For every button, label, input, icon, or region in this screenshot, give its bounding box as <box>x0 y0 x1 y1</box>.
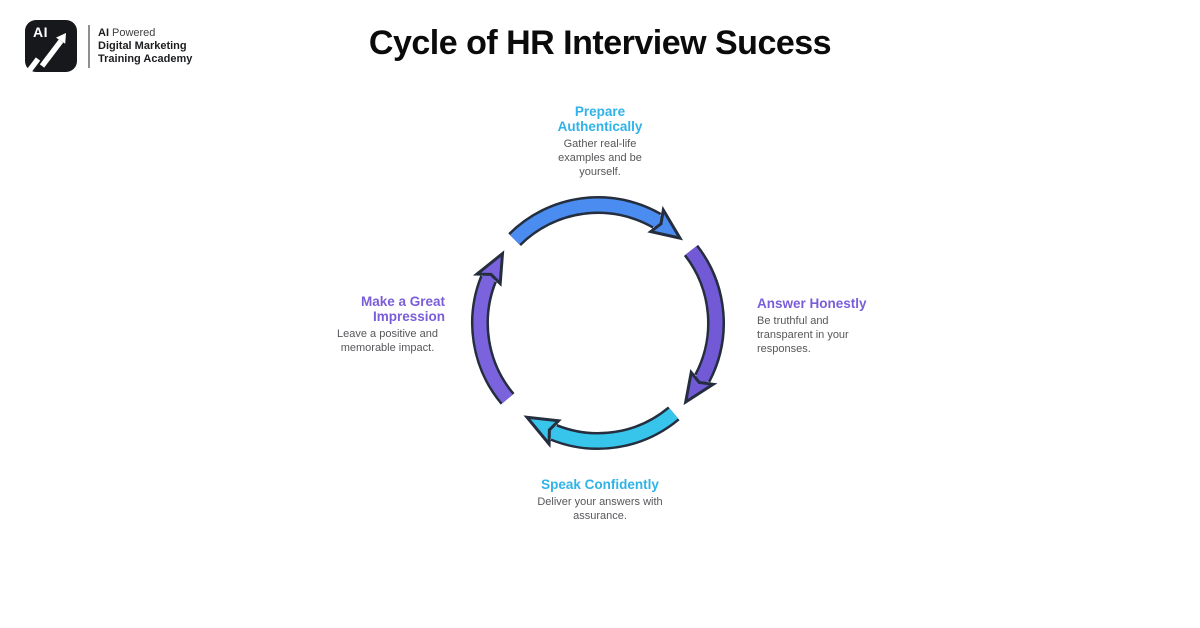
cycle-arc-top <box>508 196 684 247</box>
step-heading: Speak Confidently <box>541 477 659 492</box>
ai-logo-text: AI <box>33 24 48 40</box>
step-description: Deliver your answers with assurance. <box>537 496 663 522</box>
cycle-arc-bottom <box>523 406 680 450</box>
step-description: Leave a positive and memorable impact. <box>337 328 438 354</box>
step-description: Gather real-life examples and be yoursel… <box>558 138 642 178</box>
page-title: Cycle of HR Interview Sucess <box>368 24 832 62</box>
step-heading: Make a Great Impression <box>360 294 445 324</box>
step-prepare-authentically: Prepare Authentically Gather real-life e… <box>542 104 658 179</box>
arrowhead-right-icon <box>683 369 718 406</box>
growth-arrow-icon <box>26 33 66 72</box>
step-description: Be truthful and transparent in your resp… <box>757 315 849 355</box>
arrowhead-top-icon <box>647 205 684 241</box>
step-heading: Prepare Authentically <box>557 104 643 134</box>
brand-line-2: Training Academy <box>98 53 193 65</box>
step-answer-honestly: Answer Honestly Be truthful and transpar… <box>757 296 869 356</box>
step-make-a-great-impression: Make a Great Impression Leave a positive… <box>330 294 445 355</box>
cycle-arc-right <box>683 244 725 406</box>
brand-logo: AI <box>25 20 77 72</box>
step-speak-confidently: Speak Confidently Deliver your answers w… <box>536 477 664 523</box>
step-heading: Answer Honestly <box>757 296 867 311</box>
arrowhead-bottom-icon <box>523 415 562 449</box>
brand-line-1: Digital Marketing <box>98 40 187 52</box>
cycle-diagram <box>471 196 725 450</box>
arrowhead-left-icon <box>472 250 505 287</box>
logo-divider <box>88 25 90 68</box>
cycle-arc-left <box>471 250 515 405</box>
